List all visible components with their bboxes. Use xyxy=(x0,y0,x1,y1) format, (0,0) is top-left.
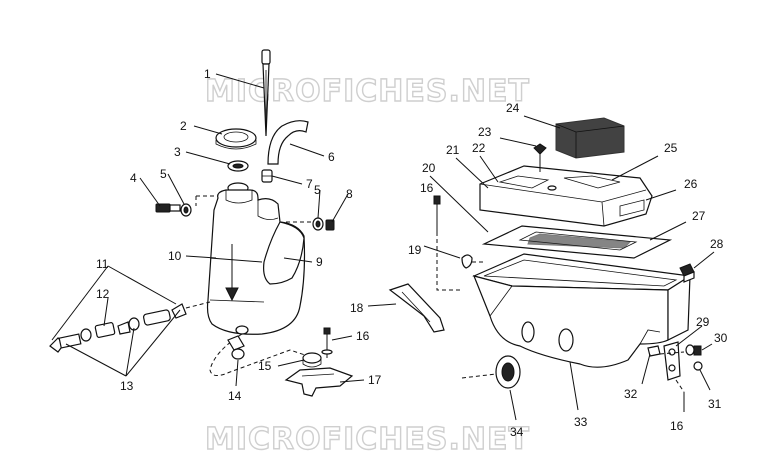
callout-23: 23 xyxy=(478,125,492,139)
oil-line-assembly xyxy=(49,301,211,353)
grommet xyxy=(302,352,322,368)
support-bracket xyxy=(388,283,445,333)
drain-plug xyxy=(227,335,245,360)
callout-28: 28 xyxy=(710,237,724,251)
callout-34: 34 xyxy=(510,425,524,439)
mounting-bolt-left xyxy=(155,203,192,217)
air-box xyxy=(472,253,692,368)
callout-16b: 16 xyxy=(420,181,434,195)
callout-3: 3 xyxy=(174,145,181,159)
hose-fitting xyxy=(261,169,273,183)
callout-33: 33 xyxy=(574,415,588,429)
watermark-top: MICROFICHES.NET xyxy=(205,74,530,109)
air-box-cover xyxy=(479,165,653,227)
callout-12: 12 xyxy=(96,287,110,301)
callout-17: 17 xyxy=(368,373,382,387)
cap-gasket xyxy=(215,128,257,150)
foam-filter xyxy=(555,117,625,159)
watermark-bottom: MICROFICHES.NET xyxy=(205,422,530,457)
rubber-grommet xyxy=(461,355,521,389)
callout-1: 1 xyxy=(204,67,211,81)
callout-6: 6 xyxy=(328,150,335,164)
cover-screw xyxy=(533,143,547,172)
callout-25: 25 xyxy=(664,141,678,155)
callout-4: 4 xyxy=(130,171,137,185)
callout-24: 24 xyxy=(506,101,520,115)
callout-27: 27 xyxy=(692,209,706,223)
o-ring xyxy=(227,160,249,172)
tank-bracket xyxy=(284,367,354,397)
callout-9: 9 xyxy=(316,255,323,269)
callout-7: 7 xyxy=(306,177,313,191)
callout-5a: 5 xyxy=(160,167,167,181)
callout-26: 26 xyxy=(684,177,698,191)
vent-hose xyxy=(267,120,309,165)
callout-21: 21 xyxy=(446,143,460,157)
callout-30: 30 xyxy=(714,331,728,345)
leader-lines xyxy=(51,73,715,421)
callout-5b: 5 xyxy=(314,183,321,197)
air-box-bolt xyxy=(433,195,462,291)
filter-element xyxy=(481,225,673,259)
callout-13: 13 xyxy=(120,379,134,393)
callout-32: 32 xyxy=(624,387,638,401)
mounting-bolt-right xyxy=(312,217,335,231)
oil-tank-assembly xyxy=(155,49,354,397)
callout-2: 2 xyxy=(180,119,187,133)
callout-18: 18 xyxy=(350,301,364,315)
air-box-assembly xyxy=(388,117,703,412)
callout-29: 29 xyxy=(696,315,710,329)
callout-14: 14 xyxy=(228,389,242,403)
callout-19: 19 xyxy=(408,243,422,257)
callout-numbers: 1 2 3 4 5 5 6 7 8 9 10 11 12 13 14 15 16… xyxy=(96,67,728,439)
bracket-bolt xyxy=(321,327,333,358)
callout-31: 31 xyxy=(708,397,722,411)
latch xyxy=(679,263,695,283)
oil-tank xyxy=(206,189,306,335)
callout-22: 22 xyxy=(472,141,486,155)
callout-16c: 16 xyxy=(670,419,684,433)
callout-16a: 16 xyxy=(356,329,370,343)
callout-20: 20 xyxy=(422,161,436,175)
spring-clip xyxy=(461,254,473,269)
callout-8: 8 xyxy=(346,187,353,201)
callout-11: 11 xyxy=(96,257,109,271)
dipstick xyxy=(261,49,271,137)
callout-15: 15 xyxy=(258,359,272,373)
mount-hardware xyxy=(647,341,703,412)
callout-10: 10 xyxy=(168,249,182,263)
